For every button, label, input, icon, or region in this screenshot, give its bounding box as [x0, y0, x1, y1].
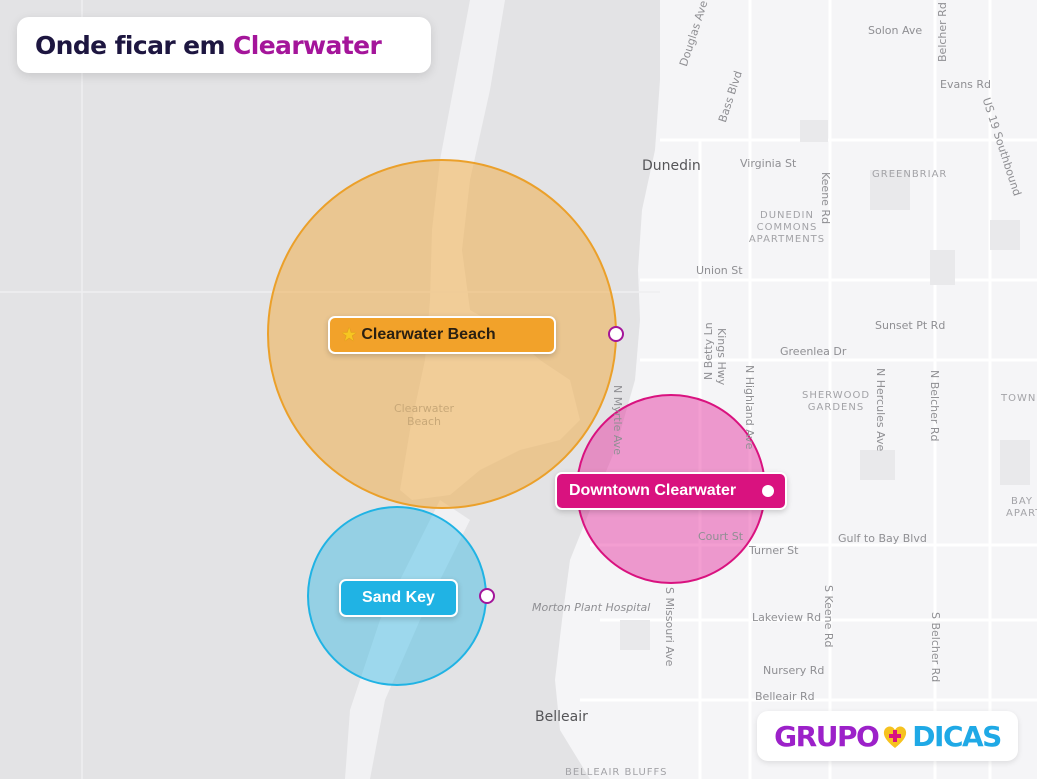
- logo-heart-icon: [884, 726, 907, 748]
- street-s-missouri-ave: S Missouri Ave: [663, 587, 676, 667]
- street-greenlea-dr: Greenlea Dr: [780, 345, 847, 358]
- map-label-greenbriar: GREENBRIAR: [872, 169, 948, 180]
- street-keene-rd: Keene Rd: [819, 172, 832, 225]
- street-nursery-rd: Nursery Rd: [763, 664, 825, 677]
- street-kings-hwy: Kings Hwy: [715, 328, 728, 386]
- title-card: Onde ficar em Clearwater: [17, 17, 431, 73]
- street-s-belcher-rd: S Belcher Rd: [929, 612, 942, 683]
- street-gulf-to-bay: Gulf to Bay Blvd: [838, 532, 927, 545]
- map-label-belleair-bluffs: BELLEAIR BLUFFS: [565, 767, 668, 778]
- zone-dot-downtown-clearwater: [762, 485, 774, 497]
- zone-name: Sand Key: [362, 589, 435, 606]
- map-label-morton-plant-hospital: Morton Plant Hospital: [532, 601, 651, 614]
- street-turner-st: Turner St: [749, 544, 799, 557]
- street-n-myrtle-ave: N Myrtle Ave: [611, 385, 624, 456]
- street-n-hercules-ave: N Hercules Ave: [874, 368, 887, 452]
- street-lakeview-rd: Lakeview Rd: [752, 611, 822, 624]
- title-prefix: Onde ficar em: [35, 30, 226, 60]
- map-label-clearwater-beach-place: Clearwater Beach: [393, 402, 455, 428]
- zone-dot-clearwater-beach: [608, 326, 624, 342]
- map-label-sherwood-gardens: SHERWOOD GARDENS: [801, 390, 871, 413]
- zone-label-downtown-clearwater[interactable]: Downtown Clearwater: [555, 472, 787, 510]
- map-label-town: TOWN: [1001, 393, 1037, 404]
- street-evans-rd: Evans Rd: [940, 78, 992, 91]
- zone-name: Downtown Clearwater: [569, 482, 737, 499]
- grupo-dicas-logo: GRUPO DICAS: [757, 711, 1018, 761]
- map-label-bay-apart: BAY APART: [1006, 496, 1037, 519]
- street-belcher-rd: Belcher Rd: [936, 2, 949, 62]
- street-n-belcher-rd: N Belcher Rd: [928, 370, 941, 442]
- street-s-keene-rd: S Keene Rd: [822, 585, 835, 648]
- street-n-betty-ln: N Betty Ln: [702, 322, 715, 380]
- street-union-st: Union St: [696, 264, 743, 277]
- street-court-st: Court St: [698, 530, 744, 543]
- map-label-dunedin: Dunedin: [642, 158, 701, 174]
- street-n-highland-ave: N Highland Ave: [743, 365, 756, 450]
- map-label-dunedin-commons: DUNEDIN COMMONS APARTMENTS: [748, 210, 826, 245]
- street-solon-ave: Solon Ave: [868, 24, 923, 37]
- zone-name: Clearwater Beach: [361, 326, 496, 343]
- street-belleair-rd: Belleair Rd: [755, 690, 815, 703]
- title-highlight: Clearwater: [232, 30, 382, 60]
- star-icon: ★: [342, 327, 357, 344]
- zone-label-clearwater-beach[interactable]: ★ Clearwater Beach: [328, 316, 556, 354]
- zone-dot-sand-key: [479, 588, 495, 604]
- street-sunset-pt-rd: Sunset Pt Rd: [875, 319, 946, 332]
- street-virginia-st: Virginia St: [740, 157, 797, 170]
- map-label-belleair: Belleair: [535, 709, 588, 725]
- zone-label-sand-key[interactable]: Sand Key: [339, 579, 458, 617]
